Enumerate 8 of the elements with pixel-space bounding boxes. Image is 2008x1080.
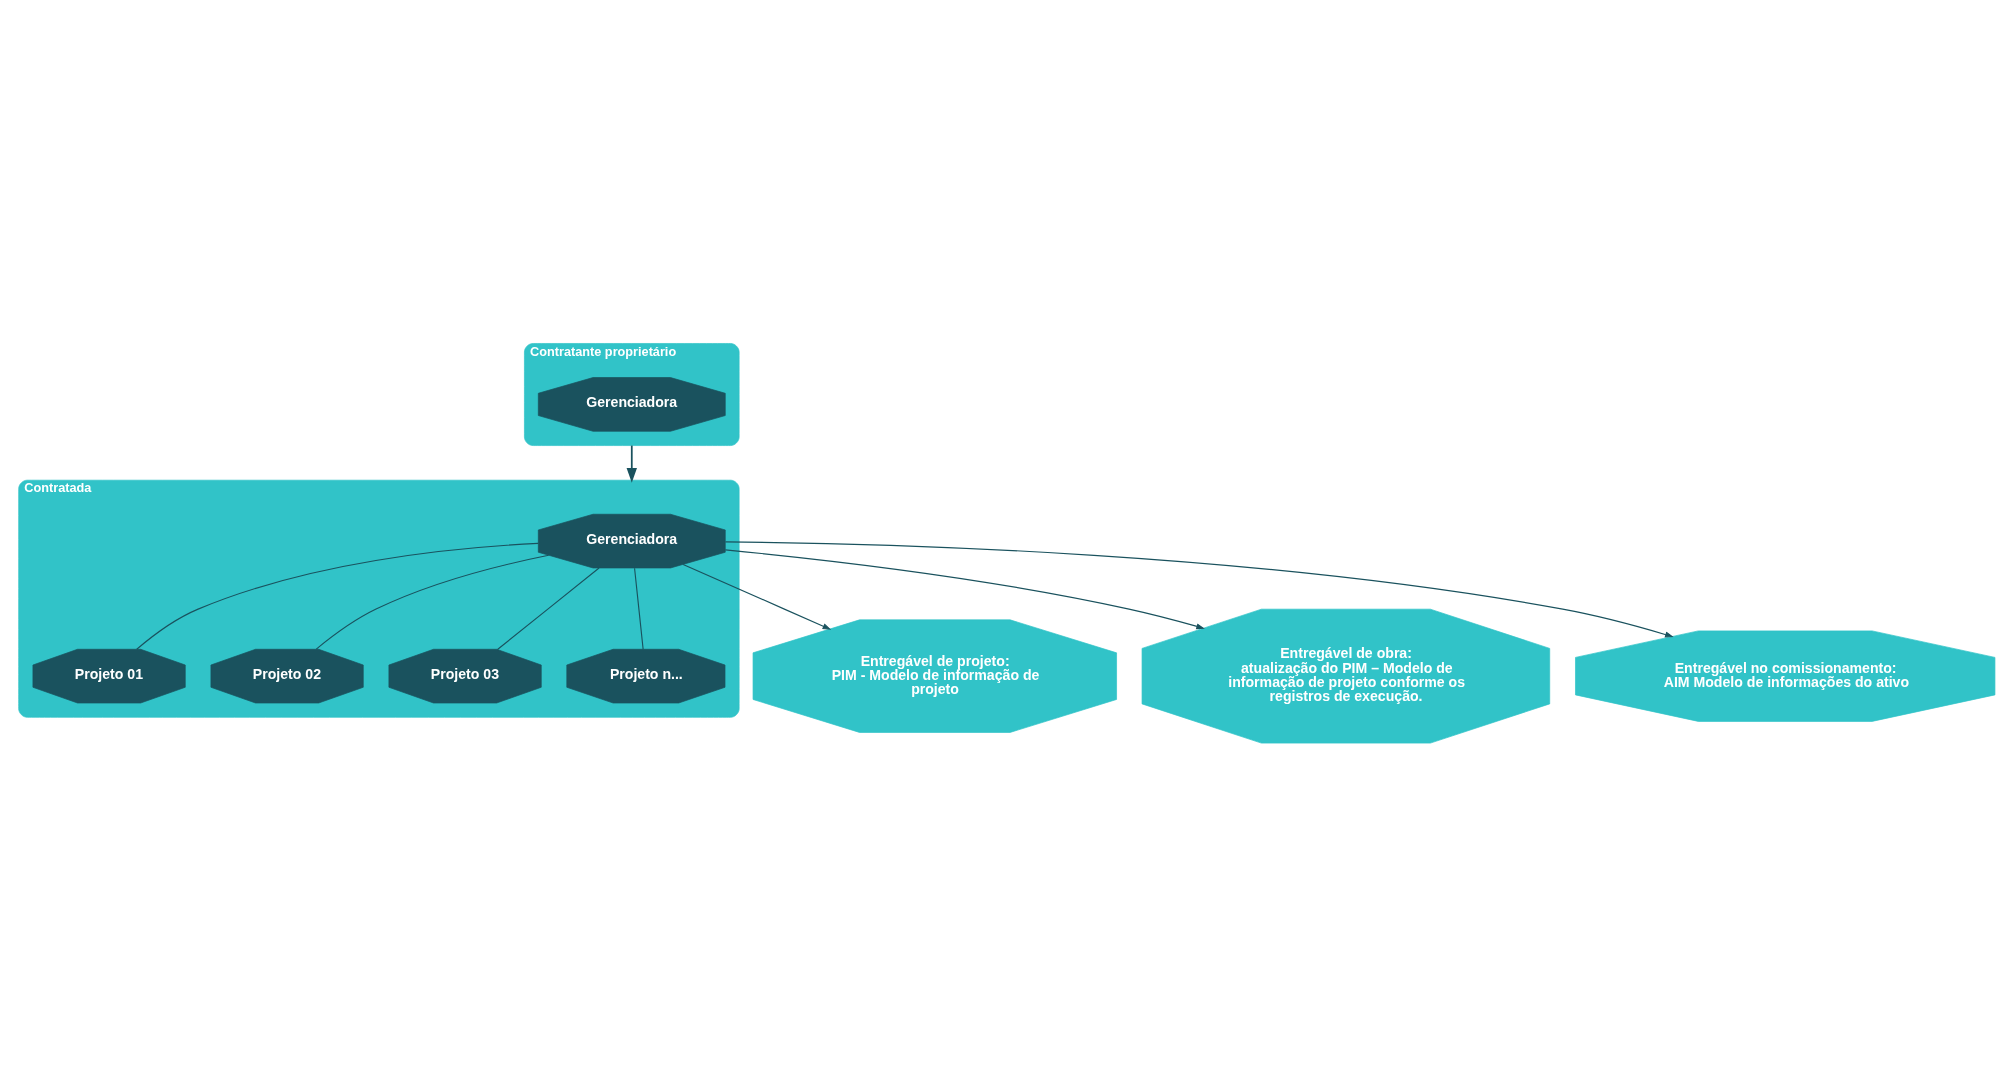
connector <box>634 567 644 650</box>
arrow <box>724 540 1674 637</box>
connector <box>315 554 550 650</box>
connector <box>496 567 600 650</box>
arrow <box>626 444 637 483</box>
connector <box>136 542 539 650</box>
arrow <box>724 548 1205 629</box>
arrow <box>682 563 832 630</box>
